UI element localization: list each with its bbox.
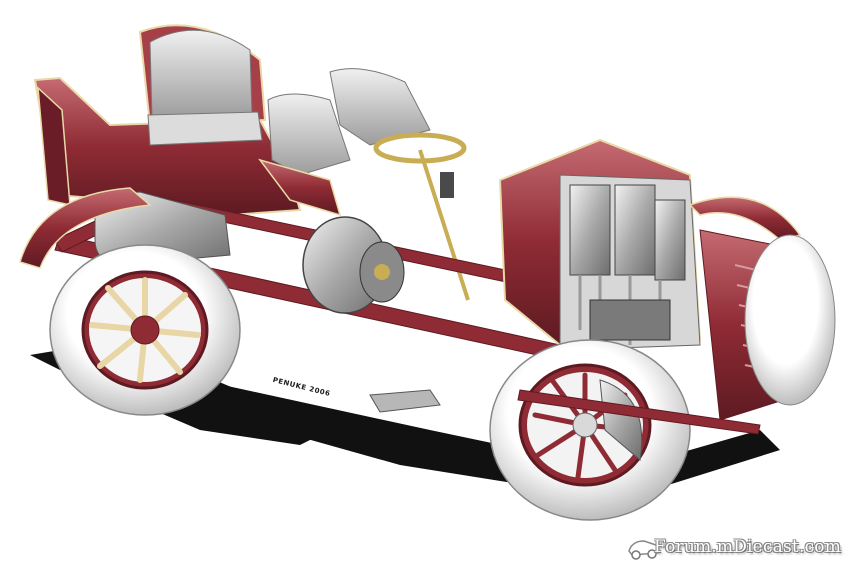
site-watermark: Forum.mDiecast.com <box>626 532 841 562</box>
front-wheel <box>489 339 691 521</box>
gearbox <box>302 216 405 314</box>
front-fender <box>688 196 802 241</box>
front-axle <box>517 389 761 435</box>
steering <box>373 132 470 301</box>
car-logo-icon <box>628 540 659 560</box>
front-seats <box>258 68 431 217</box>
far-front-wheel <box>744 234 836 406</box>
rear-wheel <box>49 244 241 416</box>
watermark-text: Forum.mDiecast.com <box>654 537 842 557</box>
rear-seat <box>147 29 263 146</box>
engine-bay <box>498 138 702 351</box>
rear-fender <box>19 187 152 269</box>
running-board <box>369 389 441 413</box>
